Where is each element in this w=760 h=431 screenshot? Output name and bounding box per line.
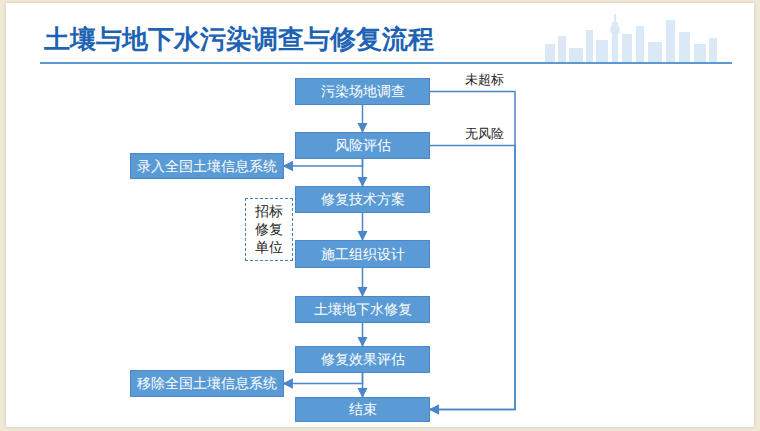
node-text: 修复技术方案 bbox=[321, 191, 405, 208]
edge-label: 未超标 bbox=[463, 71, 506, 89]
process-box: 修复技术方案 bbox=[295, 186, 430, 213]
diagram-title: 土壤与地下水污染调查与修复流程 bbox=[44, 22, 434, 57]
flow-connector bbox=[284, 159, 363, 166]
flow-connector bbox=[284, 373, 363, 384]
node-text: 土壤地下水修复 bbox=[314, 301, 412, 318]
flow-connector bbox=[430, 146, 515, 410]
node-text: 移除全国土壤信息系统 bbox=[137, 375, 277, 392]
node-text: 风险评估 bbox=[335, 137, 391, 154]
side-box: 移除全国土壤信息系统 bbox=[130, 370, 284, 397]
flow-connector bbox=[362, 268, 364, 296]
node-text: 录入全国土壤信息系统 bbox=[137, 158, 277, 175]
process-box: 施工组织设计 bbox=[295, 240, 430, 268]
edge-label: 无风险 bbox=[463, 125, 506, 143]
skyline bbox=[545, 14, 717, 62]
process-box: 风险评估 bbox=[295, 132, 430, 159]
side-box: 录入全国土壤信息系统 bbox=[130, 153, 284, 179]
end-box: 结束 bbox=[295, 397, 430, 422]
flow-connector bbox=[430, 92, 515, 410]
flow-connector bbox=[362, 105, 364, 132]
flow-connector bbox=[362, 213, 364, 240]
node-text: 招标修复单位 bbox=[255, 202, 283, 257]
node-text: 污染场地调查 bbox=[321, 83, 405, 100]
node-text: 修复效果评估 bbox=[321, 351, 405, 368]
process-box: 修复效果评估 bbox=[295, 346, 430, 373]
node-text: 施工组织设计 bbox=[321, 246, 405, 263]
node-text: 结束 bbox=[349, 401, 377, 418]
title-rule bbox=[40, 62, 732, 64]
process-box: 污染场地调查 bbox=[295, 78, 430, 105]
flow-connector bbox=[362, 323, 364, 346]
note-box: 招标修复单位 bbox=[245, 198, 293, 261]
process-box: 土壤地下水修复 bbox=[295, 296, 430, 323]
